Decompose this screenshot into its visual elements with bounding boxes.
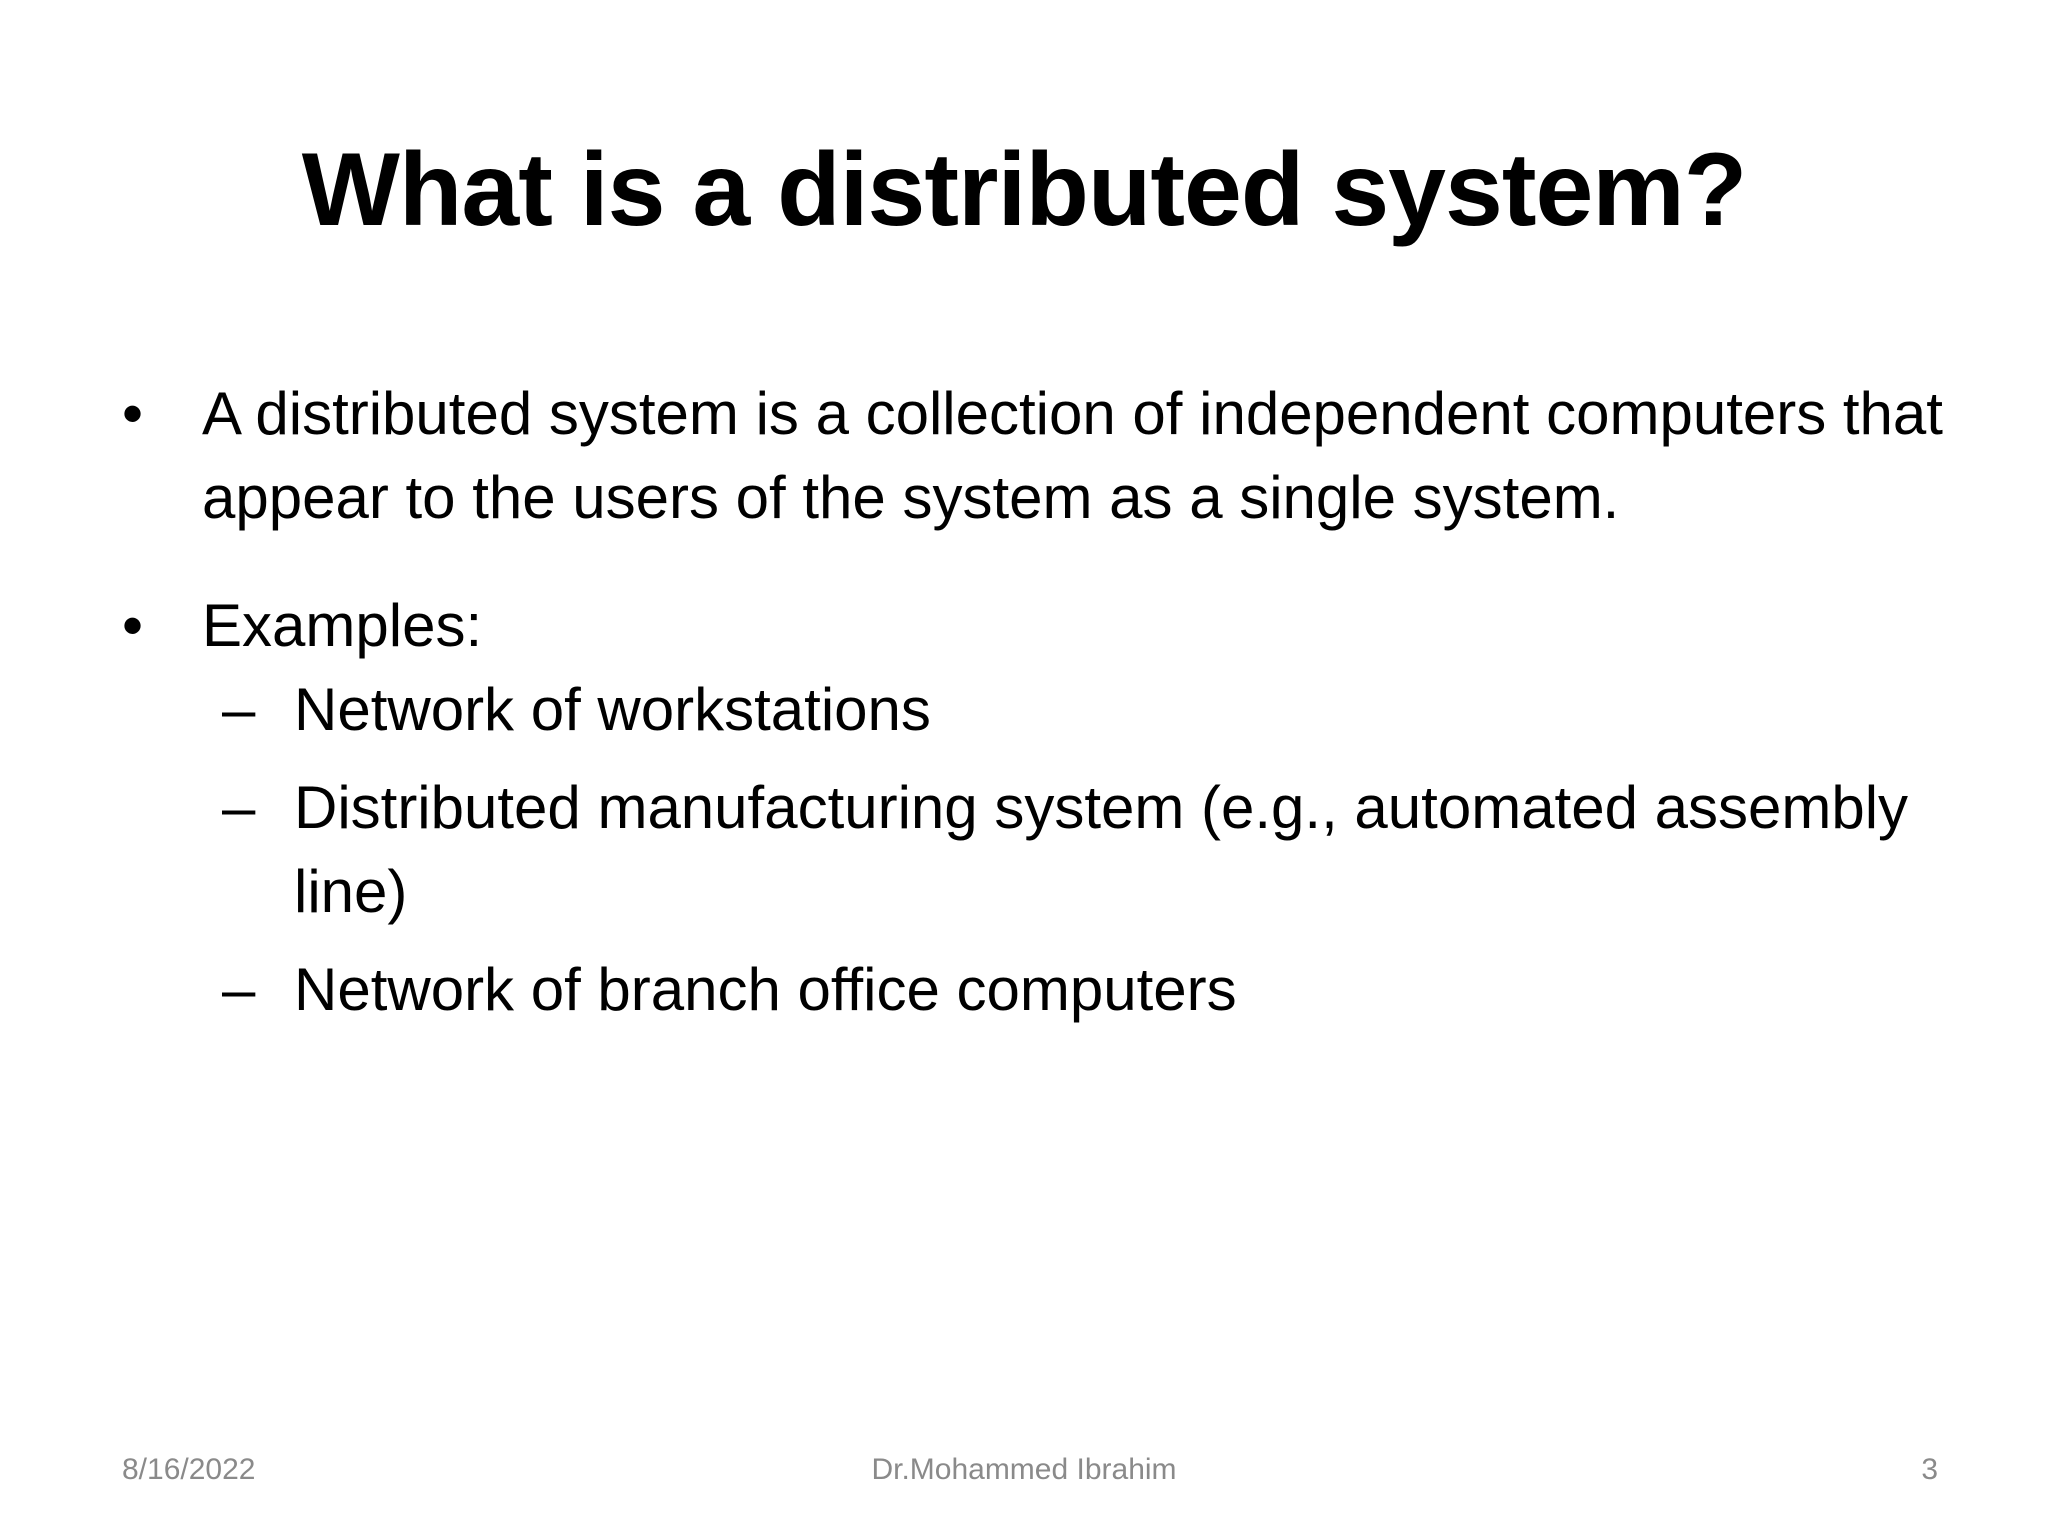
sub-item-workstations: – Network of workstations	[122, 668, 1982, 752]
sub-item-text: Distributed manufacturing system (e.g., …	[294, 774, 1909, 925]
examples-sublist: – Network of workstations – Distributed …	[122, 668, 1982, 1032]
footer-page-number: 3	[1921, 1453, 1938, 1486]
slide-body: • A distributed system is a collection o…	[122, 372, 1982, 1046]
sub-item-text: Network of branch office computers	[294, 956, 1237, 1023]
slide-title: What is a distributed system?	[301, 132, 1748, 248]
dash-marker: –	[222, 774, 256, 841]
bullet-definition: • A distributed system is a collection o…	[122, 372, 1982, 540]
sub-item-manufacturing: – Distributed manufacturing system (e.g.…	[122, 766, 1982, 934]
bullet-marker: •	[122, 380, 144, 447]
sub-item-text: Network of workstations	[294, 676, 931, 743]
bullet-text: Examples:	[202, 592, 483, 659]
sub-item-branch-office: – Network of branch office computers	[122, 948, 1982, 1032]
dash-marker: –	[222, 956, 256, 1023]
bullet-examples: • Examples:	[122, 584, 1982, 668]
bullet-marker: •	[122, 592, 144, 659]
bullet-text: A distributed system is a collection of …	[202, 380, 1943, 531]
footer-author: Dr.Mohammed Ibrahim	[871, 1453, 1177, 1486]
dash-marker: –	[222, 676, 256, 743]
footer-date: 8/16/2022	[122, 1453, 256, 1486]
